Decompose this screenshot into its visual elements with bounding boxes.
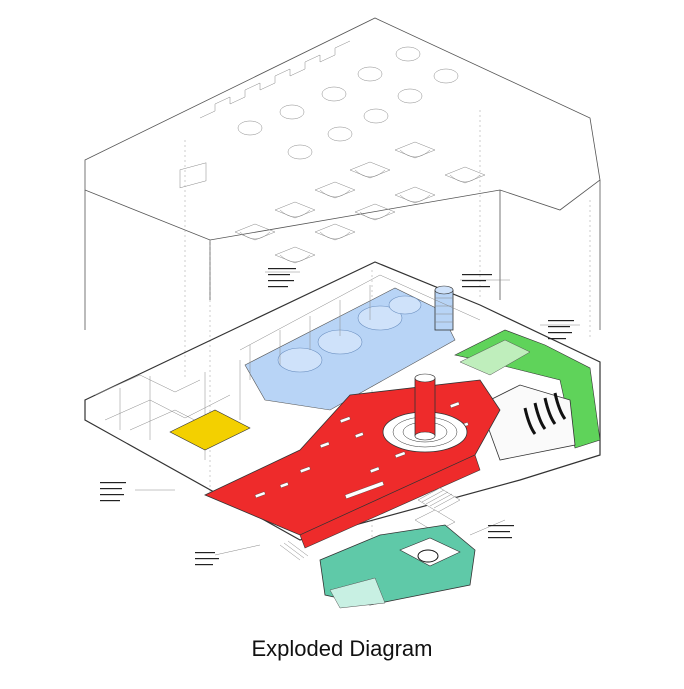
roof-hatch [179,162,207,189]
partition-walls [239,274,481,380]
auditorium [479,384,576,461]
skylight-rings [237,46,459,160]
lower-layer [279,487,476,609]
funnel-grid [234,141,486,264]
blue-zone-rings [277,295,422,373]
rotunda [382,373,468,453]
teal-light [329,577,386,609]
skylight-funnel-layer [234,141,486,264]
diagram-caption: Exploded Diagram [251,636,433,661]
roof-parapet [199,40,351,119]
stair-tower [434,285,454,331]
teal-feature [417,549,439,563]
main-floor-slab [84,261,601,541]
green-zone-light [459,339,531,376]
red-zone-ramp [299,454,481,549]
yellow-zone [169,409,251,451]
roof-slab [84,17,601,241]
main-floor-layer [84,261,601,549]
roof-layer [84,17,601,330]
annotation-marks [100,268,574,566]
left-rooms [94,360,241,460]
